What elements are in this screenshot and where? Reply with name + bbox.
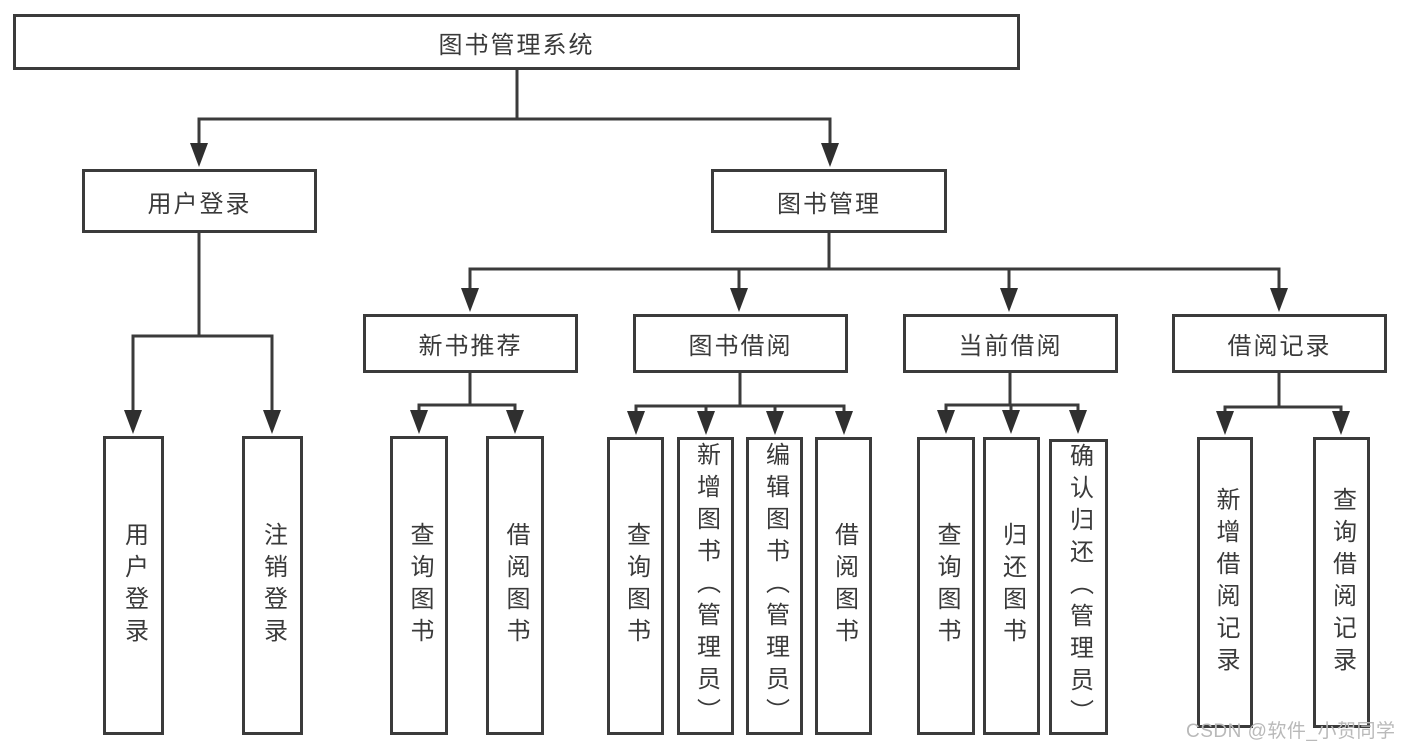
node-label: 用户登录 bbox=[120, 521, 148, 650]
node-label: 图书管理 bbox=[777, 190, 881, 218]
node-library-system: 图书管理系统 bbox=[13, 14, 1020, 70]
leaf-add-book-admin: 新增图书（管理员） bbox=[677, 437, 734, 735]
node-label: 借阅图书 bbox=[502, 521, 529, 650]
node-label: 借阅记录 bbox=[1227, 333, 1332, 360]
node-label: 编辑图书（管理员） bbox=[761, 442, 789, 730]
node-label: 查询图书 bbox=[622, 522, 650, 650]
node-user-login: 用户登录 bbox=[82, 169, 317, 233]
node-label: 用户登录 bbox=[147, 190, 252, 218]
leaf-user-login: 用户登录 bbox=[103, 436, 164, 735]
node-label: 图书借阅 bbox=[688, 333, 793, 360]
leaf-edit-book-admin: 编辑图书（管理员） bbox=[746, 437, 803, 735]
leaf-query-book-borrow: 查询图书 bbox=[607, 437, 664, 735]
node-new-book-recommend: 新书推荐 bbox=[363, 314, 578, 373]
node-label: 归还图书 bbox=[998, 522, 1026, 650]
leaf-query-book-recommend: 查询图书 bbox=[390, 436, 448, 735]
node-label: 查询图书 bbox=[933, 522, 960, 650]
node-label: 新增借阅记录 bbox=[1212, 486, 1239, 679]
leaf-return-book: 归还图书 bbox=[983, 437, 1040, 735]
node-book-borrow: 图书借阅 bbox=[633, 314, 848, 373]
node-current-borrow: 当前借阅 bbox=[903, 314, 1118, 373]
leaf-borrow-book-recommend: 借阅图书 bbox=[486, 436, 544, 735]
leaf-confirm-return-admin: 确认归还（管理员） bbox=[1049, 439, 1108, 735]
node-label: 借阅图书 bbox=[830, 522, 858, 650]
leaf-query-book-current: 查询图书 bbox=[917, 437, 975, 735]
node-label: 新书推荐 bbox=[418, 333, 523, 360]
node-label: 当前借阅 bbox=[958, 333, 1063, 360]
node-label: 查询图书 bbox=[406, 521, 433, 650]
node-label: 确认归还（管理员） bbox=[1065, 443, 1093, 731]
csdn-watermark: CSDN @软件_小贺同学 bbox=[1186, 721, 1396, 742]
node-label: 注销登录 bbox=[259, 521, 287, 650]
leaf-borrow-book: 借阅图书 bbox=[815, 437, 872, 735]
node-label: 新增图书（管理员） bbox=[692, 442, 720, 730]
node-borrow-records: 借阅记录 bbox=[1172, 314, 1387, 373]
node-book-management: 图书管理 bbox=[711, 169, 947, 233]
node-label: 图书管理系统 bbox=[438, 31, 595, 59]
leaf-add-borrow-record: 新增借阅记录 bbox=[1197, 437, 1253, 728]
node-label: 查询借阅记录 bbox=[1328, 486, 1356, 679]
leaf-logout-login: 注销登录 bbox=[242, 436, 303, 735]
leaf-query-borrow-record: 查询借阅记录 bbox=[1313, 437, 1370, 728]
